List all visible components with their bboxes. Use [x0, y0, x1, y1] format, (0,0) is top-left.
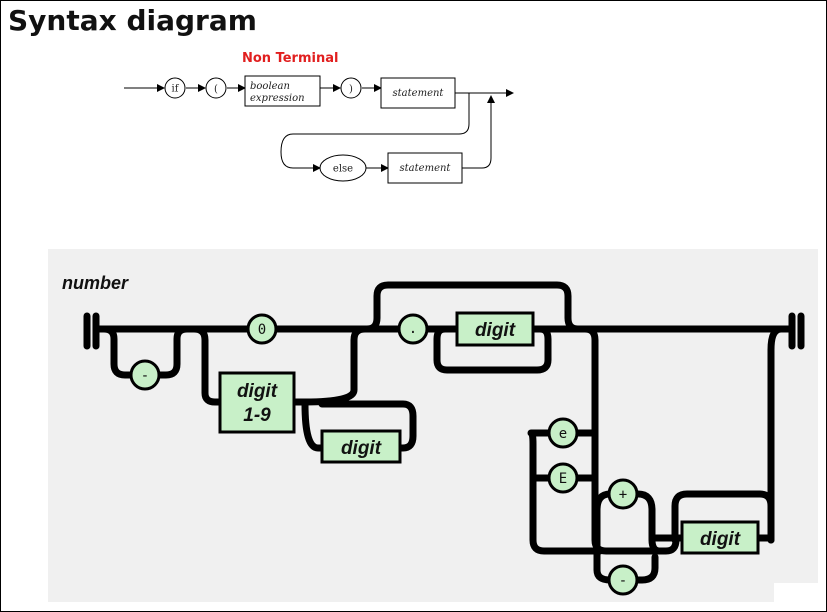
dot-terminal: . [397, 313, 429, 345]
boolean-expression-line2: expression [250, 93, 305, 104]
statement-nonterminal: statement [380, 77, 456, 109]
if-terminal-label: if [172, 84, 180, 95]
minus-terminal: - [129, 359, 161, 391]
else-terminal-label: else [333, 164, 353, 175]
digit-1-9-line2: 1-9 [243, 405, 271, 426]
exponent-exit-track [767, 325, 785, 544]
int-digit-label: digit [341, 438, 382, 459]
frac-digit-label: digit [475, 320, 516, 341]
else-statement-nonterminal: statement [387, 152, 463, 184]
else-return-path [462, 95, 495, 169]
int-digit-nonterminal: digit [320, 429, 402, 464]
zero-terminal-label: 0 [258, 322, 266, 338]
rparen-terminal-label: ) [349, 84, 353, 95]
exp-upper-E-terminal: E [547, 462, 579, 494]
exp-digit-nonterminal: digit [680, 520, 760, 555]
exp-upper-E-label: E [559, 471, 567, 487]
exp-minus-terminal: - [607, 564, 639, 596]
frac-digit-loop-track [433, 325, 552, 374]
boolean-expression-nonterminal: boolean expression [244, 75, 321, 107]
fraction-branch-track [363, 281, 582, 333]
boolean-expression-line1: boolean [250, 81, 290, 92]
plus-terminal-label: + [619, 487, 627, 503]
page-title: Syntax diagram [8, 4, 257, 37]
lparen-terminal-label: ( [214, 84, 218, 95]
digit-1-9-line1: digit [237, 381, 278, 402]
else-statement-label: statement [400, 163, 452, 174]
number-diagram-title: number [62, 273, 129, 293]
lparen-terminal: ( [205, 77, 227, 99]
panel-white-corner [774, 583, 818, 602]
exp-lower-e-terminal: e [547, 417, 579, 449]
zero-terminal: 0 [246, 313, 278, 345]
exp-lower-e-label: e [559, 426, 567, 442]
statement-label: statement [393, 88, 445, 99]
digit-1-9-nonterminal: digit 1-9 [218, 371, 296, 434]
frac-digit-nonterminal: digit [455, 311, 535, 347]
non-terminal-annotation: Non Terminal [242, 51, 339, 66]
sign-minus-track [593, 547, 659, 584]
int-digit-loop-track [301, 400, 417, 452]
minus-terminal-label: - [141, 368, 149, 384]
exp-digit-label: digit [700, 529, 741, 550]
exponent-e-track [527, 429, 604, 555]
else-terminal: else [319, 154, 367, 182]
else-branch-path [280, 93, 470, 172]
if-terminal: if [164, 77, 186, 99]
dot-terminal-label: . [409, 321, 417, 337]
rparen-terminal: ) [340, 77, 362, 99]
exp-minus-label: - [619, 573, 627, 589]
plus-terminal: + [607, 478, 639, 510]
